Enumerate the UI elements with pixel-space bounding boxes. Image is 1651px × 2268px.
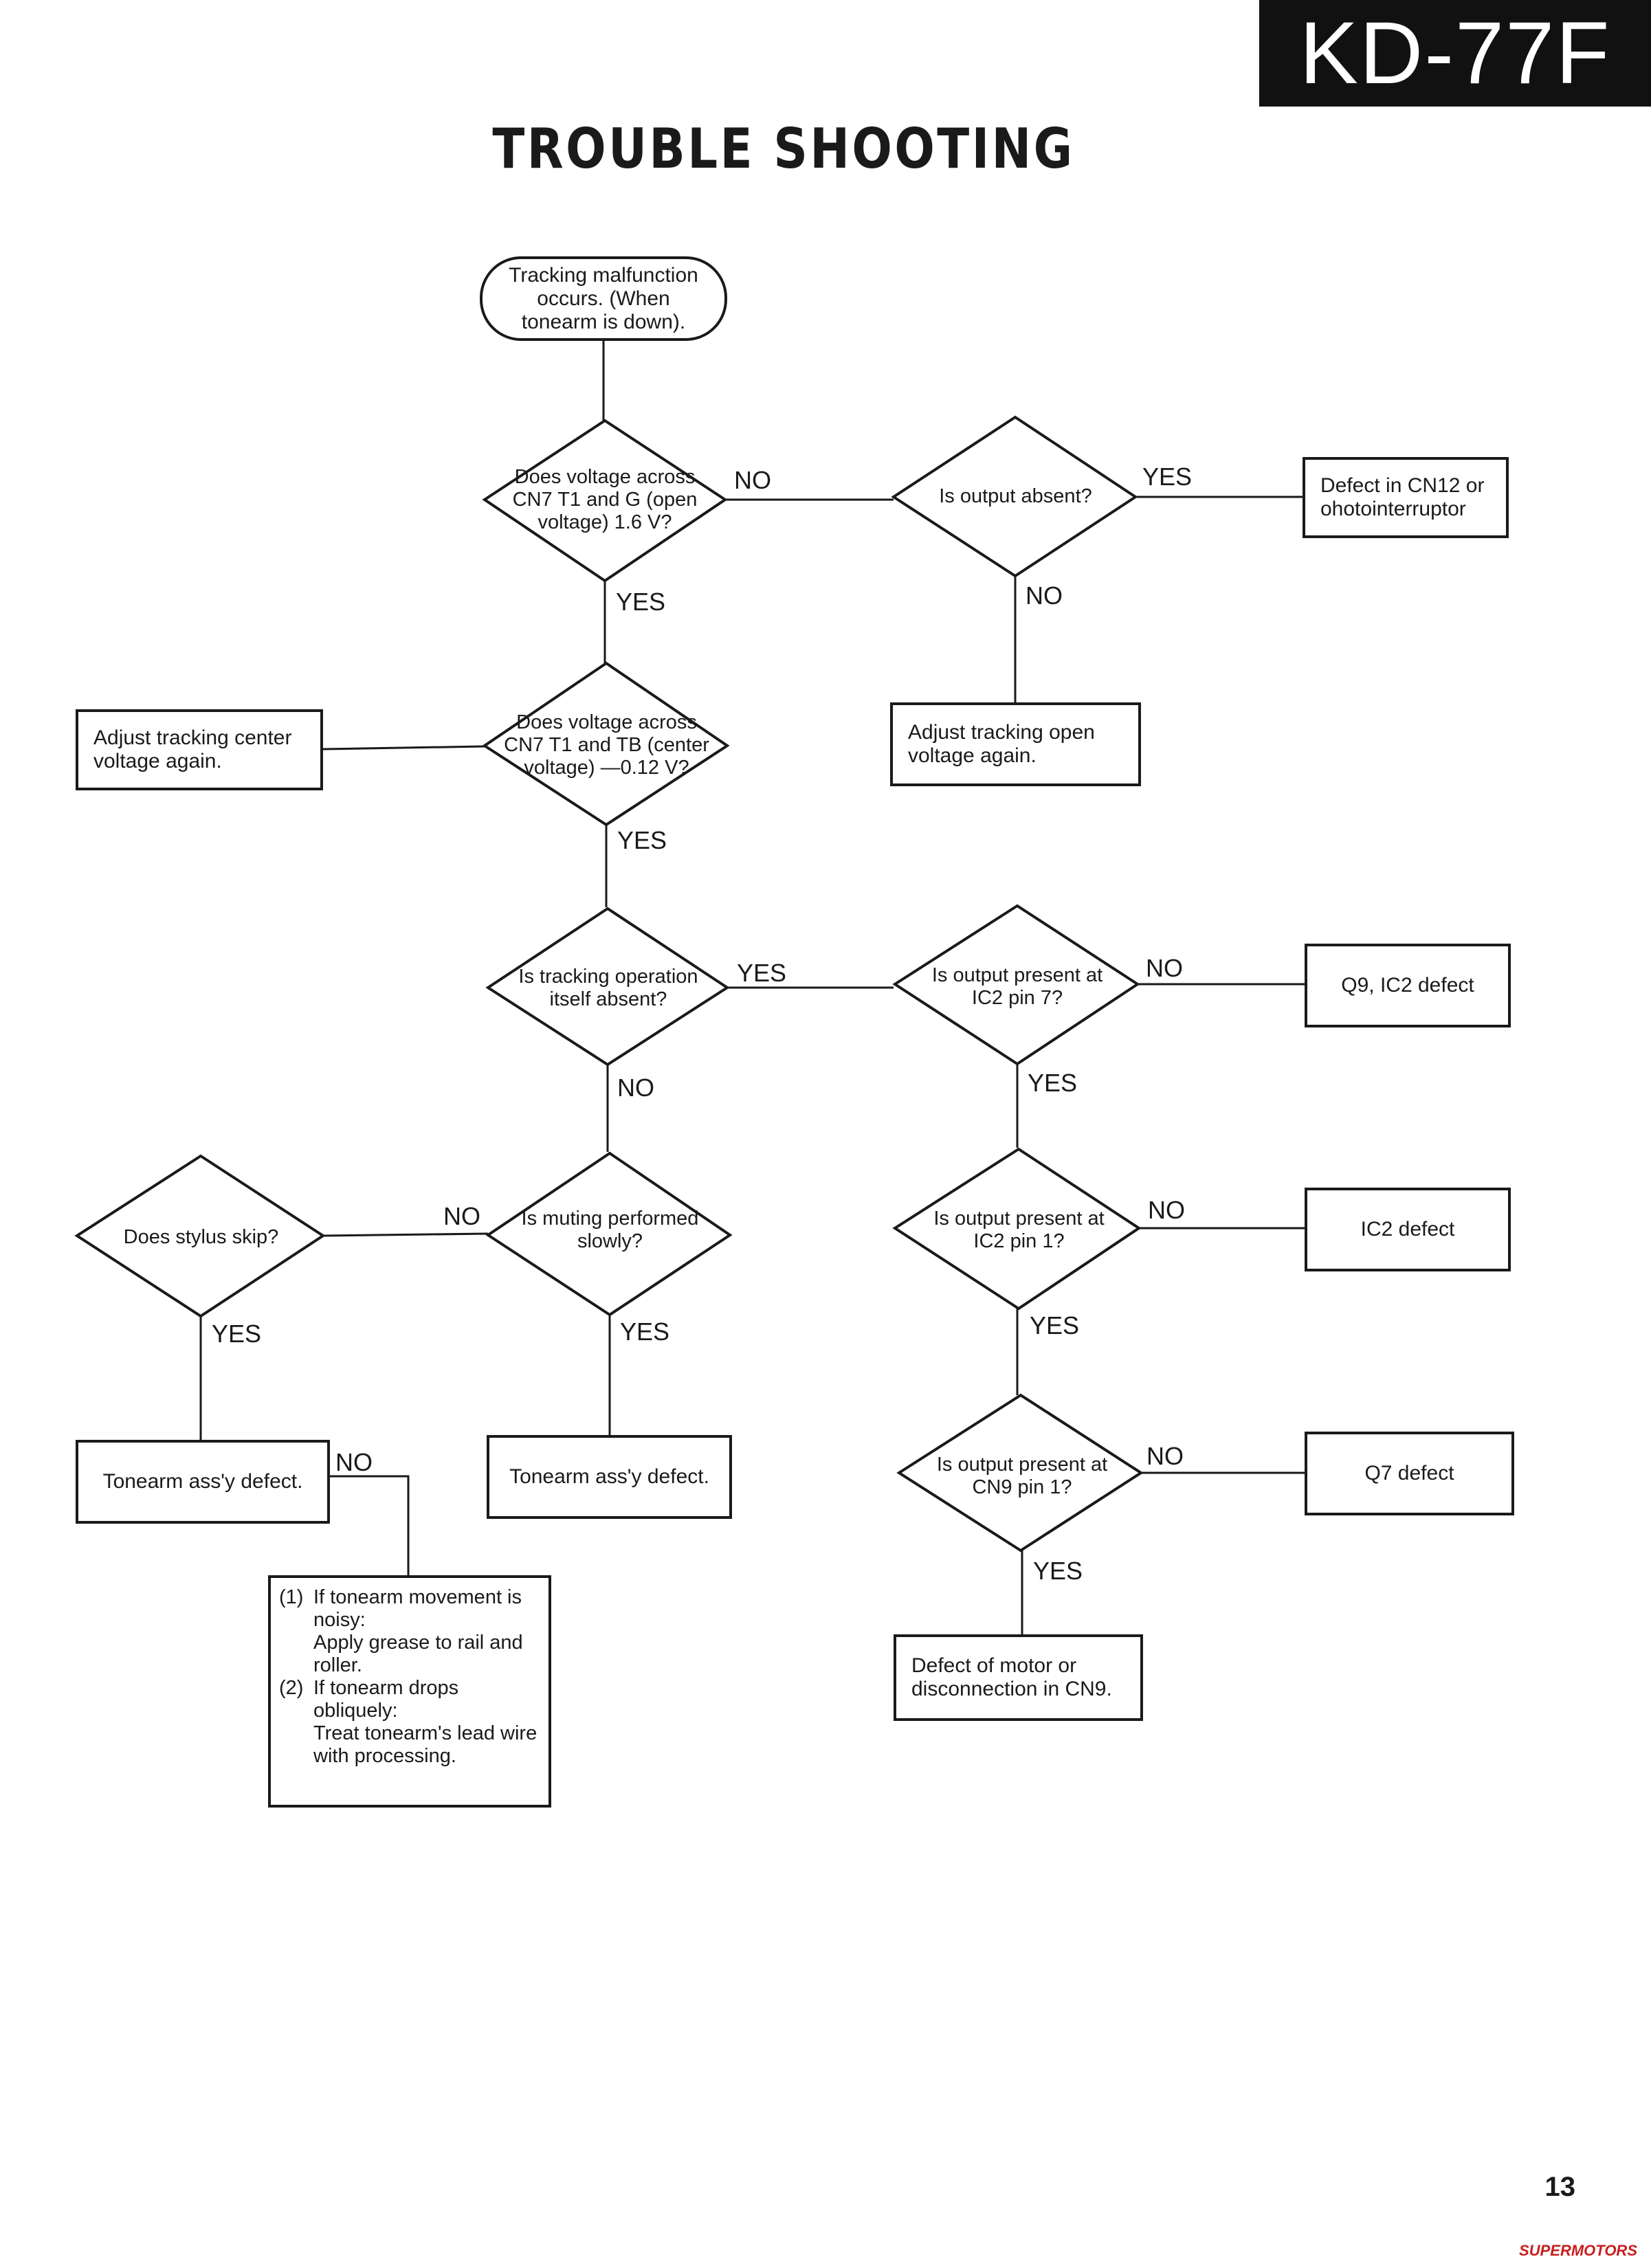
- label-yes-stylus-skip: YES: [212, 1320, 262, 1348]
- watermark-logo: SUPERMOTORS: [1519, 2242, 1637, 2259]
- decision-diamond-output-absent: [891, 415, 1138, 578]
- result-motor-defect: Defect of motor or disconnection in CN9.: [894, 1634, 1143, 1721]
- result-tonearm-left-text: Tonearm ass'y defect.: [102, 1470, 303, 1493]
- result-q7-defect: Q7 defect: [1305, 1432, 1514, 1515]
- label-no-tracking-absent: NO: [617, 1074, 654, 1102]
- decision-diamond-muting: [485, 1151, 733, 1317]
- result-q9-ic2-defect: Q9, IC2 defect: [1305, 944, 1511, 1027]
- note-1-action: Apply grease to rail and roller.: [313, 1632, 523, 1676]
- note-2-number: (2): [279, 1677, 304, 1699]
- decision-open-voltage-text: Does voltage across CN7 T1 and G (open v…: [512, 466, 698, 533]
- label-no-tonearm: NO: [335, 1448, 373, 1476]
- result-motor-text: Defect of motor or disconnection in CN9.: [911, 1654, 1112, 1700]
- result-adjust-open-voltage: Adjust tracking open voltage again.: [890, 702, 1141, 786]
- label-no-cn9-pin1: NO: [1146, 1442, 1184, 1470]
- note-2-condition: If tonearm drops obliquely:: [313, 1677, 459, 1722]
- note-2-action: Treat tonearm's lead wire with processin…: [313, 1722, 538, 1767]
- decision-diamond-stylus-skip: [74, 1154, 326, 1318]
- note-1-condition: If tonearm movement is noisy:: [313, 1586, 522, 1631]
- result-ic2-defect: IC2 defect: [1305, 1188, 1511, 1271]
- decision-muting-text: Is muting performed slowly?: [521, 1207, 699, 1252]
- label-yes-ic2-pin7: YES: [1028, 1069, 1078, 1097]
- result-tonearm-mid: Tonearm ass'y defect.: [487, 1435, 732, 1519]
- result-adjust-open-text: Adjust tracking open voltage again.: [908, 721, 1095, 767]
- decision-stylus-skip-text: Does stylus skip?: [123, 1226, 279, 1248]
- decision-ic2-pin1-text: Is output present at IC2 pin 1?: [933, 1207, 1105, 1252]
- decision-diamond-tracking-absent: [485, 907, 730, 1067]
- remedy-note-1: (1) If tonearm movement is noisy: Apply …: [279, 1586, 540, 1677]
- label-yes-open-voltage: YES: [616, 588, 666, 616]
- start-text: Tracking malfunction occurs. (When tonea…: [509, 263, 698, 333]
- label-no-open-voltage: NO: [734, 466, 771, 494]
- label-yes-muting: YES: [620, 1318, 670, 1346]
- result-q7-text: Q7 defect: [1364, 1462, 1454, 1485]
- label-no-muting: NO: [443, 1202, 480, 1230]
- decision-ic2-pin7-text: Is output present at IC2 pin 7?: [931, 964, 1103, 1009]
- page-title: TROUBLE SHOOTING: [492, 117, 1075, 181]
- result-cn12-defect: Defect in CN12 or ohotointerruptor: [1303, 457, 1509, 538]
- decision-diamond-ic2-pin7: [892, 904, 1140, 1066]
- label-no-output-absent: NO: [1026, 581, 1063, 610]
- start-terminal: Tracking malfunction occurs. (When tonea…: [480, 256, 727, 341]
- label-yes-ic2-pin1: YES: [1030, 1311, 1080, 1339]
- result-ic2-text: IC2 defect: [1360, 1218, 1455, 1241]
- label-no-ic2-pin1: NO: [1148, 1196, 1185, 1224]
- label-yes-center-voltage: YES: [617, 826, 667, 854]
- decision-center-voltage-text: Does voltage across CN7 T1 and TB (cente…: [504, 711, 709, 779]
- decision-diamond-cn9-pin1: [896, 1393, 1144, 1553]
- result-adjust-center-voltage: Adjust tracking center voltage again.: [76, 709, 323, 790]
- label-yes-output-absent: YES: [1142, 463, 1193, 491]
- decision-output-absent-text: Is output absent?: [939, 485, 1092, 507]
- decision-diamond-center-voltage: [482, 661, 730, 827]
- label-yes-tracking-absent: YES: [737, 959, 787, 987]
- result-cn12-text: Defect in CN12 or ohotointerruptor: [1320, 474, 1485, 520]
- decision-cn9-pin1-text: Is output present at CN9 pin 1?: [936, 1453, 1108, 1498]
- decision-diamond-ic2-pin1: [892, 1147, 1142, 1311]
- remedy-note-2: (2) If tonearm drops obliquely: Treat to…: [279, 1677, 540, 1768]
- result-adjust-center-text: Adjust tracking center voltage again.: [93, 726, 292, 772]
- label-no-ic2-pin7: NO: [1146, 954, 1183, 982]
- note-1-number: (1): [279, 1586, 304, 1608]
- result-q9-ic2-text: Q9, IC2 defect: [1341, 974, 1474, 997]
- result-tonearm-left: Tonearm ass'y defect.: [76, 1440, 330, 1524]
- model-badge: KD-77F: [1259, 0, 1651, 107]
- decision-diamond-open-voltage: [482, 419, 728, 583]
- remedy-notes-box: (1) If tonearm movement is noisy: Apply …: [268, 1575, 551, 1808]
- label-yes-cn9-pin1: YES: [1033, 1557, 1083, 1585]
- result-tonearm-mid-text: Tonearm ass'y defect.: [509, 1465, 709, 1488]
- decision-tracking-absent-text: Is tracking operation itself absent?: [518, 965, 698, 1010]
- page-number: 13: [1544, 2172, 1576, 2202]
